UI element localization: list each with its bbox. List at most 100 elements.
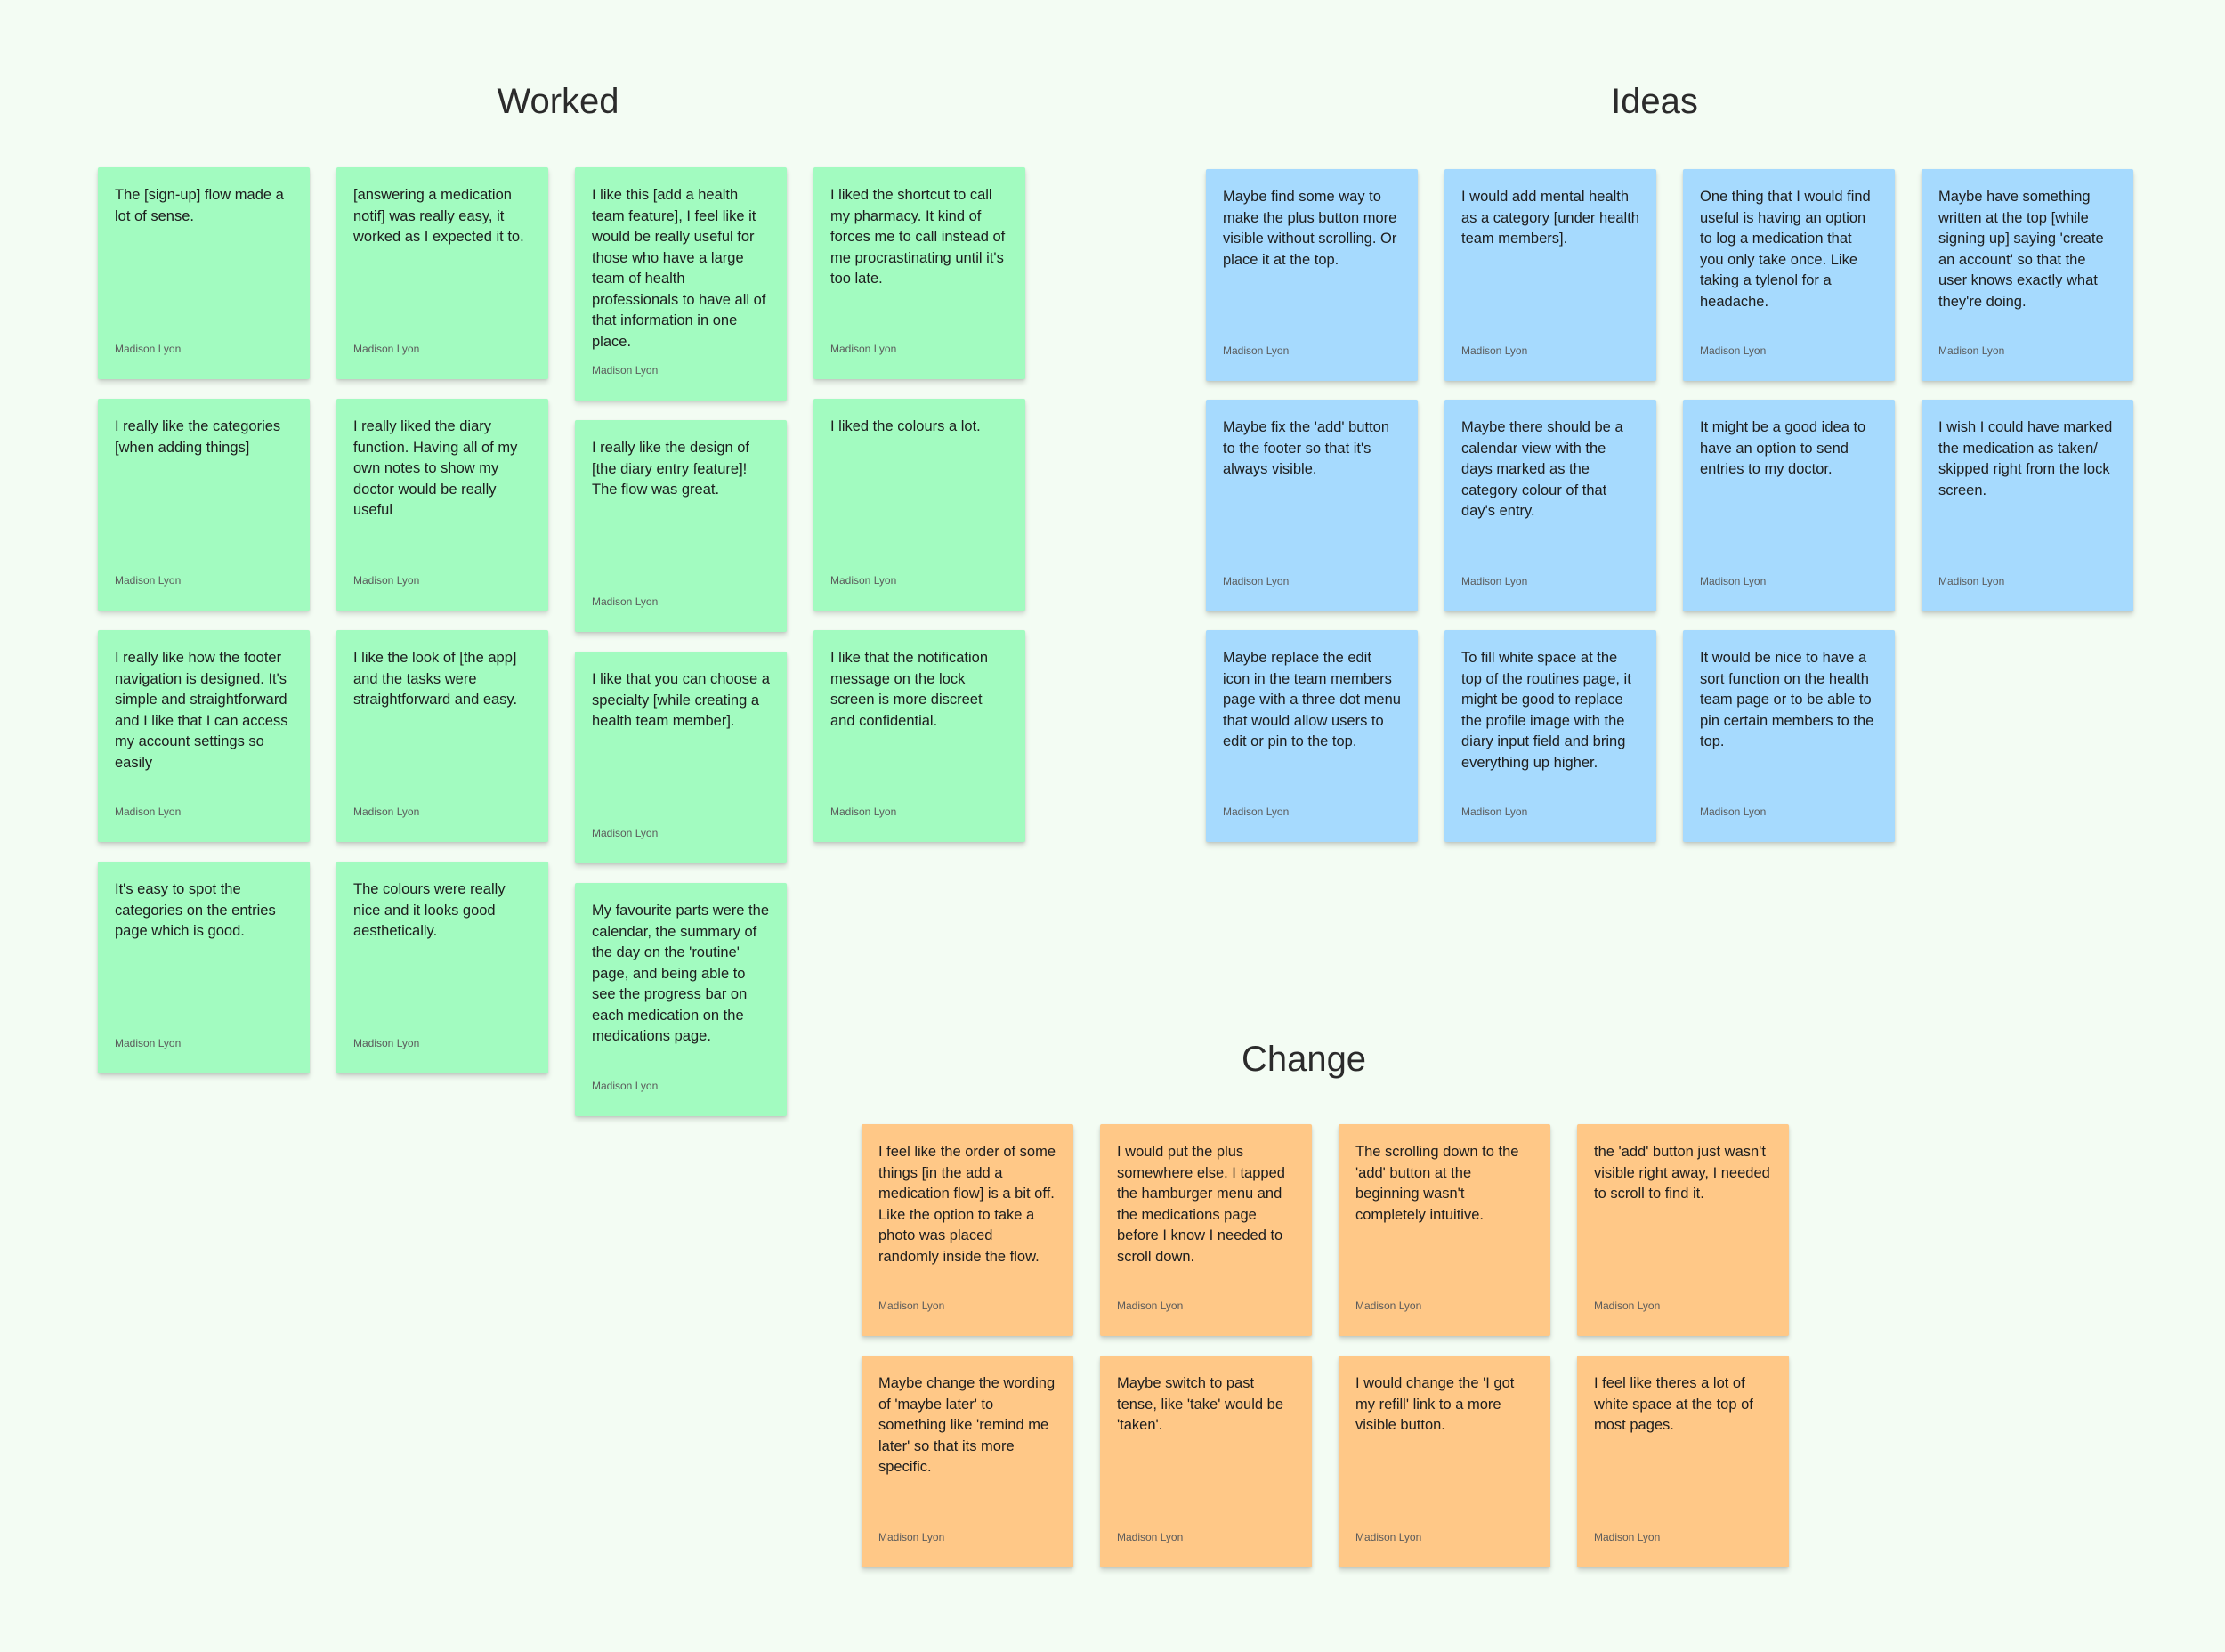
sticky-note-change[interactable]: I feel like theres a lot of white space … [1577,1356,1789,1567]
sticky-note-worked[interactable]: It's easy to spot the categories on the … [98,862,310,1073]
note-author: Madison Lyon [1938,344,2005,357]
sticky-note-worked[interactable]: I liked the shortcut to call my pharmacy… [813,167,1025,379]
note-text: The colours were really nice and it look… [353,881,506,939]
note-author: Madison Lyon [878,1530,945,1543]
note-author: Madison Lyon [1700,805,1767,818]
sticky-note-idea[interactable]: Maybe fix the 'add' button to the footer… [1206,400,1418,611]
section-title-ideas: Ideas [1611,82,1698,121]
note-text: the 'add' button just wasn't visible rig… [1594,1144,1770,1202]
sticky-note-idea[interactable]: Maybe replace the edit icon in the team … [1206,630,1418,842]
note-text: The scrolling down to the 'add' button a… [1355,1144,1519,1223]
sticky-note-idea[interactable]: It would be nice to have a sort function… [1683,630,1895,842]
note-author: Madison Lyon [1461,344,1528,357]
note-author: Madison Lyon [1594,1299,1661,1312]
section-title-change: Change [1241,1040,1367,1079]
note-author: Madison Lyon [592,826,659,839]
sticky-note-worked[interactable]: I really liked the diary function. Havin… [336,399,548,611]
note-text: It's easy to spot the categories on the … [115,881,276,939]
note-text: Maybe find some way to make the plus but… [1223,189,1397,268]
sticky-note-change[interactable]: The scrolling down to the 'add' button a… [1339,1124,1550,1336]
note-text: I like the look of [the app] and the tas… [353,650,518,708]
note-author: Madison Lyon [1117,1299,1184,1312]
note-author: Madison Lyon [115,342,182,355]
note-author: Madison Lyon [878,1299,945,1312]
sticky-note-worked[interactable]: I really like the design of [the diary e… [575,420,787,632]
note-text: To fill white space at the top of the ro… [1461,650,1631,771]
note-author: Madison Lyon [1700,574,1767,587]
note-text: It would be nice to have a sort function… [1700,650,1874,749]
sticky-note-worked[interactable]: I like the look of [the app] and the tas… [336,630,548,842]
note-author: Madison Lyon [115,805,182,818]
sticky-note-idea[interactable]: Maybe have something written at the top … [1922,169,2133,381]
note-author: Madison Lyon [592,363,659,377]
note-author: Madison Lyon [1223,805,1290,818]
note-text: I really like how the footer navigation … [115,650,288,771]
sticky-note-idea[interactable]: I would add mental health as a category … [1444,169,1656,381]
note-author: Madison Lyon [353,1036,420,1049]
note-author: Madison Lyon [353,573,420,587]
sticky-note-idea[interactable]: To fill white space at the top of the ro… [1444,630,1656,842]
note-author: Madison Lyon [1355,1299,1422,1312]
note-text: Maybe switch to past tense, like 'take' … [1117,1375,1283,1433]
section-title-worked: Worked [497,82,619,121]
note-text: The [sign-up] flow made a lot of sense. [115,187,284,224]
note-text: One thing that I would find useful is ha… [1700,189,1871,310]
note-text: I would change the 'I got my refill' lin… [1355,1375,1515,1433]
note-text: I would put the plus somewhere else. I t… [1117,1144,1285,1265]
note-author: Madison Lyon [1223,344,1290,357]
sticky-note-worked[interactable]: I like this [add a health team feature],… [575,167,787,401]
sticky-note-change[interactable]: I feel like the order of some things [in… [862,1124,1073,1336]
sticky-note-idea[interactable]: Maybe there should be a calendar view wi… [1444,400,1656,611]
note-author: Madison Lyon [1461,805,1528,818]
sticky-note-worked[interactable]: The colours were really nice and it look… [336,862,548,1073]
note-text: I really liked the diary function. Havin… [353,418,518,518]
note-text: Maybe change the wording of 'maybe later… [878,1375,1056,1475]
sticky-note-idea[interactable]: It might be a good idea to have an optio… [1683,400,1895,611]
note-author: Madison Lyon [1700,344,1767,357]
sticky-note-idea[interactable]: One thing that I would find useful is ha… [1683,169,1895,381]
note-text: Maybe there should be a calendar view wi… [1461,419,1623,519]
sticky-note-worked[interactable]: [answering a medication notif] was reall… [336,167,548,379]
note-author: Madison Lyon [1117,1530,1184,1543]
note-author: Madison Lyon [1223,574,1290,587]
sticky-note-worked[interactable]: I really like how the footer navigation … [98,630,310,842]
sticky-note-change[interactable]: I would change the 'I got my refill' lin… [1339,1356,1550,1567]
sticky-note-change[interactable]: Maybe change the wording of 'maybe later… [862,1356,1073,1567]
note-author: Madison Lyon [353,342,420,355]
note-text: Maybe replace the edit icon in the team … [1223,650,1401,749]
sticky-note-worked[interactable]: I like that you can choose a specialty [… [575,652,787,863]
sticky-note-idea[interactable]: I wish I could have marked the medicatio… [1922,400,2133,611]
sticky-note-idea[interactable]: Maybe find some way to make the plus but… [1206,169,1418,381]
note-author: Madison Lyon [115,1036,182,1049]
note-author: Madison Lyon [830,342,897,355]
sticky-note-worked[interactable]: I liked the colours a lot. Madison Lyon [813,399,1025,611]
sticky-note-change[interactable]: Maybe switch to past tense, like 'take' … [1100,1356,1312,1567]
sticky-note-worked[interactable]: I like that the notification message on … [813,630,1025,842]
note-author: Madison Lyon [592,1079,659,1092]
note-text: It might be a good idea to have an optio… [1700,419,1866,477]
sticky-note-worked[interactable]: My favourite parts were the calendar, th… [575,883,787,1116]
note-text: I liked the shortcut to call my pharmacy… [830,187,1006,287]
note-text: I really like the design of [the diary e… [592,440,750,498]
sticky-note-worked[interactable]: I really like the categories [when addin… [98,399,310,611]
note-author: Madison Lyon [830,573,897,587]
sticky-note-worked[interactable]: The [sign-up] flow made a lot of sense. … [98,167,310,379]
note-author: Madison Lyon [1594,1530,1661,1543]
note-author: Madison Lyon [1355,1530,1422,1543]
note-text: My favourite parts were the calendar, th… [592,903,769,1044]
note-author: Madison Lyon [592,595,659,608]
sticky-note-change[interactable]: I would put the plus somewhere else. I t… [1100,1124,1312,1336]
note-author: Madison Lyon [1938,574,2005,587]
note-author: Madison Lyon [115,573,182,587]
note-text: I really like the categories [when addin… [115,418,281,456]
note-text: I liked the colours a lot. [830,418,981,434]
note-text: Maybe fix the 'add' button to the footer… [1223,419,1390,477]
note-author: Madison Lyon [830,805,897,818]
note-text: I feel like theres a lot of white space … [1594,1375,1753,1433]
sticky-note-change[interactable]: the 'add' button just wasn't visible rig… [1577,1124,1789,1336]
note-text: I like this [add a health team feature],… [592,187,766,350]
note-text: I would add mental health as a category … [1461,189,1639,247]
note-text: Maybe have something written at the top … [1938,189,2104,310]
note-text: I like that you can choose a specialty [… [592,671,770,729]
note-text: I like that the notification message on … [830,650,989,729]
